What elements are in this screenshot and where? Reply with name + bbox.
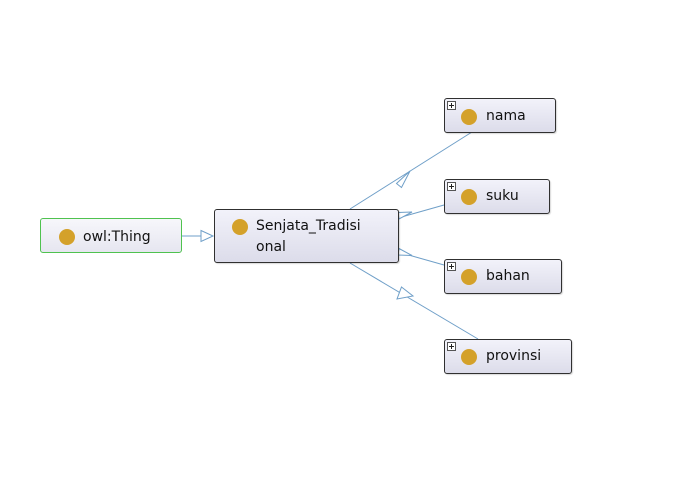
expand-plus-icon[interactable]: [447, 182, 456, 191]
edge-senjata-bahan: [397, 247, 445, 266]
node-label: nama: [486, 108, 526, 124]
node-suku[interactable]: suku: [444, 179, 550, 214]
arrowhead-icon: [395, 170, 411, 189]
expand-plus-icon[interactable]: [447, 101, 456, 110]
node-label: owl:Thing: [83, 229, 151, 245]
node-provinsi[interactable]: provinsi: [444, 339, 572, 374]
node-label: provinsi: [486, 348, 542, 364]
edge-thing-senjata: [182, 229, 215, 243]
node-nama[interactable]: nama: [444, 98, 556, 133]
edge-senjata-suku: [397, 204, 445, 220]
node-label-line-2: onal: [256, 239, 286, 255]
class-dot-icon: [461, 109, 477, 125]
node-label: suku: [486, 188, 519, 204]
edge-senjata-nama: [349, 131, 473, 210]
class-dot-icon: [232, 219, 248, 235]
node-label: bahan: [486, 268, 530, 284]
class-dot-icon: [461, 269, 477, 285]
node-owl-thing[interactable]: owl:Thing: [40, 218, 182, 253]
arrowhead-icon: [397, 211, 413, 220]
expand-plus-icon[interactable]: [447, 262, 456, 271]
class-dot-icon: [59, 229, 75, 245]
node-senjata-tradisional[interactable]: Senjata_Tradisi onal: [214, 209, 399, 263]
node-label-line-1: Senjata_Tradisi: [256, 218, 361, 234]
expand-plus-icon[interactable]: [447, 342, 456, 351]
arrowhead-icon: [397, 247, 413, 256]
edge-senjata-provinsi: [349, 262, 479, 340]
node-bahan[interactable]: bahan: [444, 259, 562, 294]
arrowhead-icon: [396, 286, 415, 300]
class-dot-icon: [461, 349, 477, 365]
class-dot-icon: [461, 189, 477, 205]
